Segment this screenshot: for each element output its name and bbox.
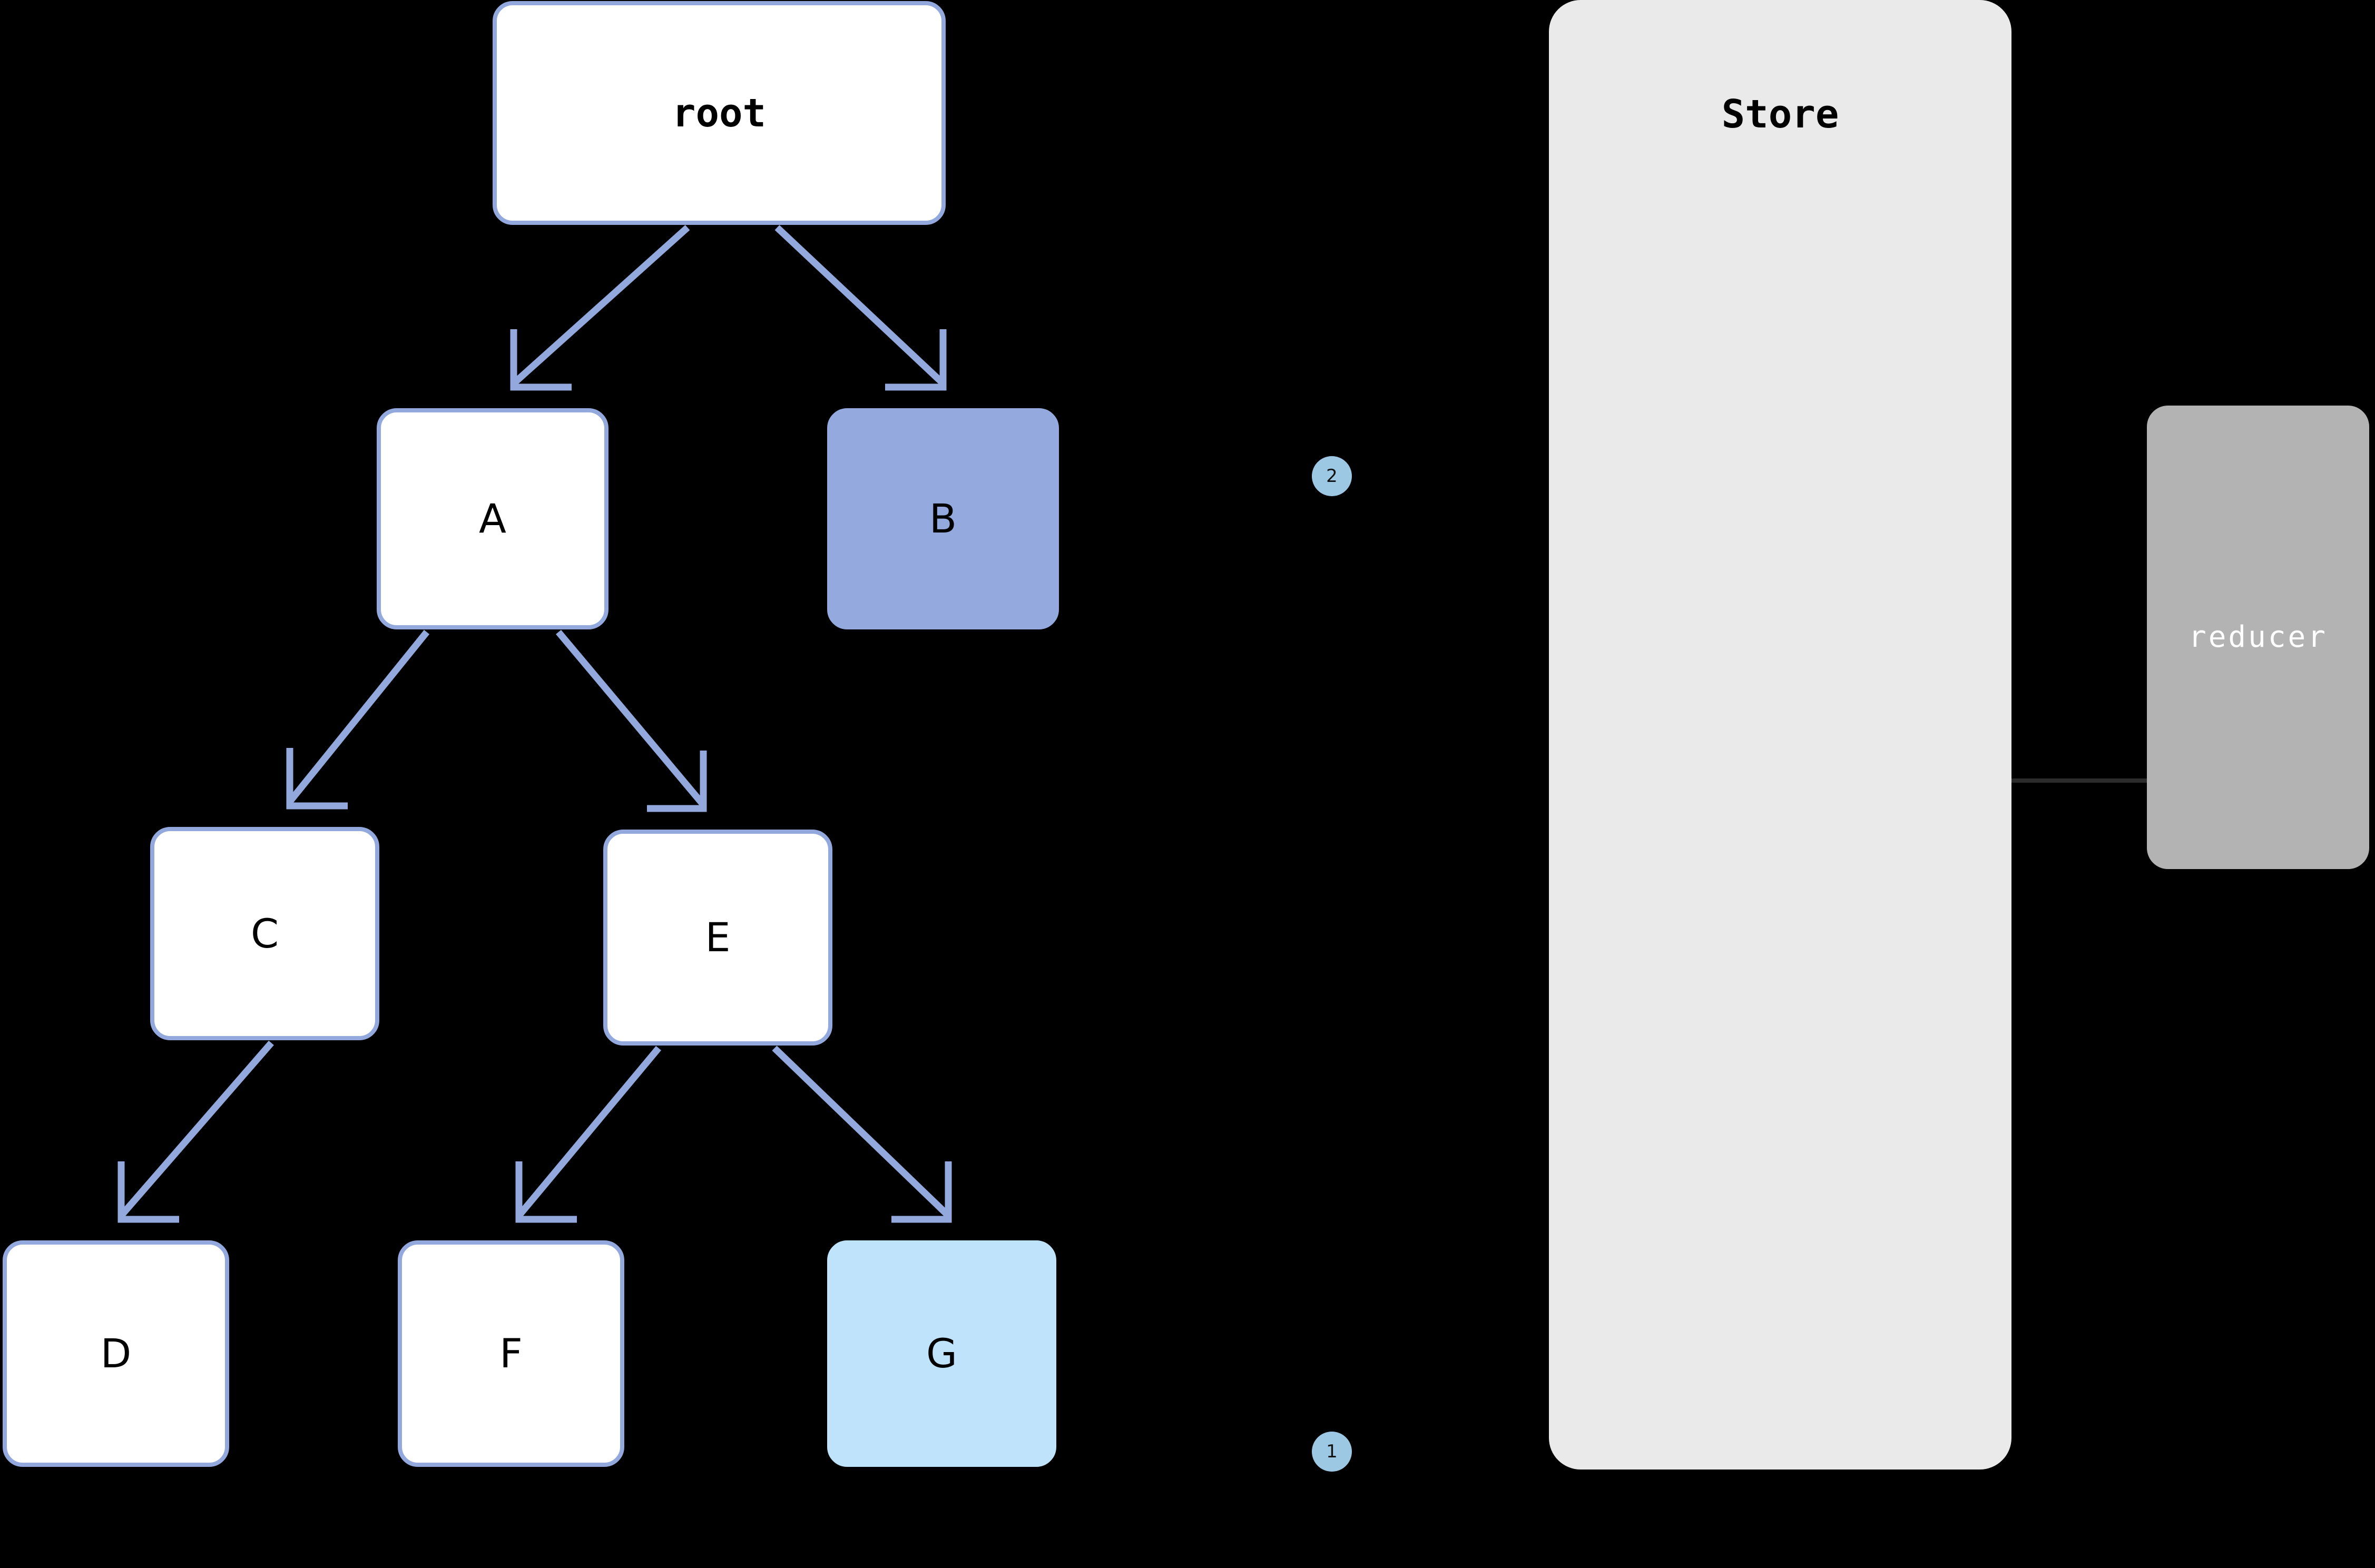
node-root-label: root (672, 90, 767, 136)
node-a-label: A (479, 495, 506, 542)
node-g-label: G (926, 1330, 957, 1377)
node-e[interactable]: E (603, 830, 832, 1046)
node-d-label: D (100, 1330, 132, 1377)
node-b-label: B (929, 495, 957, 542)
node-g[interactable]: G (827, 1240, 1056, 1467)
node-a[interactable]: A (377, 408, 609, 629)
step-badge-2[interactable]: 2 (1312, 456, 1352, 496)
edge-root-to-a (510, 225, 690, 391)
store-panel-label: Store (1721, 92, 1839, 137)
reducer-panel-label: reducer (2188, 620, 2328, 654)
node-d[interactable]: D (3, 1240, 229, 1467)
edge-a-to-c (286, 629, 430, 810)
edge-a-to-e (556, 629, 707, 812)
node-f-label: F (499, 1330, 523, 1377)
reducer-panel[interactable]: reducer (2147, 406, 2369, 869)
store-panel[interactable]: Store (1549, 0, 2011, 1470)
step-badge-2-label: 2 (1326, 466, 1338, 487)
node-e-label: E (705, 914, 731, 961)
node-f[interactable]: F (398, 1240, 624, 1467)
edge-e-to-f (515, 1046, 661, 1223)
edge-root-to-b (774, 225, 947, 391)
node-c[interactable]: C (150, 827, 379, 1040)
node-b[interactable]: B (827, 408, 1059, 629)
step-badge-1[interactable]: 1 (1312, 1432, 1352, 1472)
node-root[interactable]: root (493, 1, 946, 225)
node-c-label: C (250, 910, 279, 957)
step-badge-1-label: 1 (1326, 1441, 1338, 1462)
edge-c-to-d (117, 1040, 274, 1223)
store-reducer-connector (2011, 778, 2147, 783)
edge-e-to-g (772, 1046, 952, 1223)
